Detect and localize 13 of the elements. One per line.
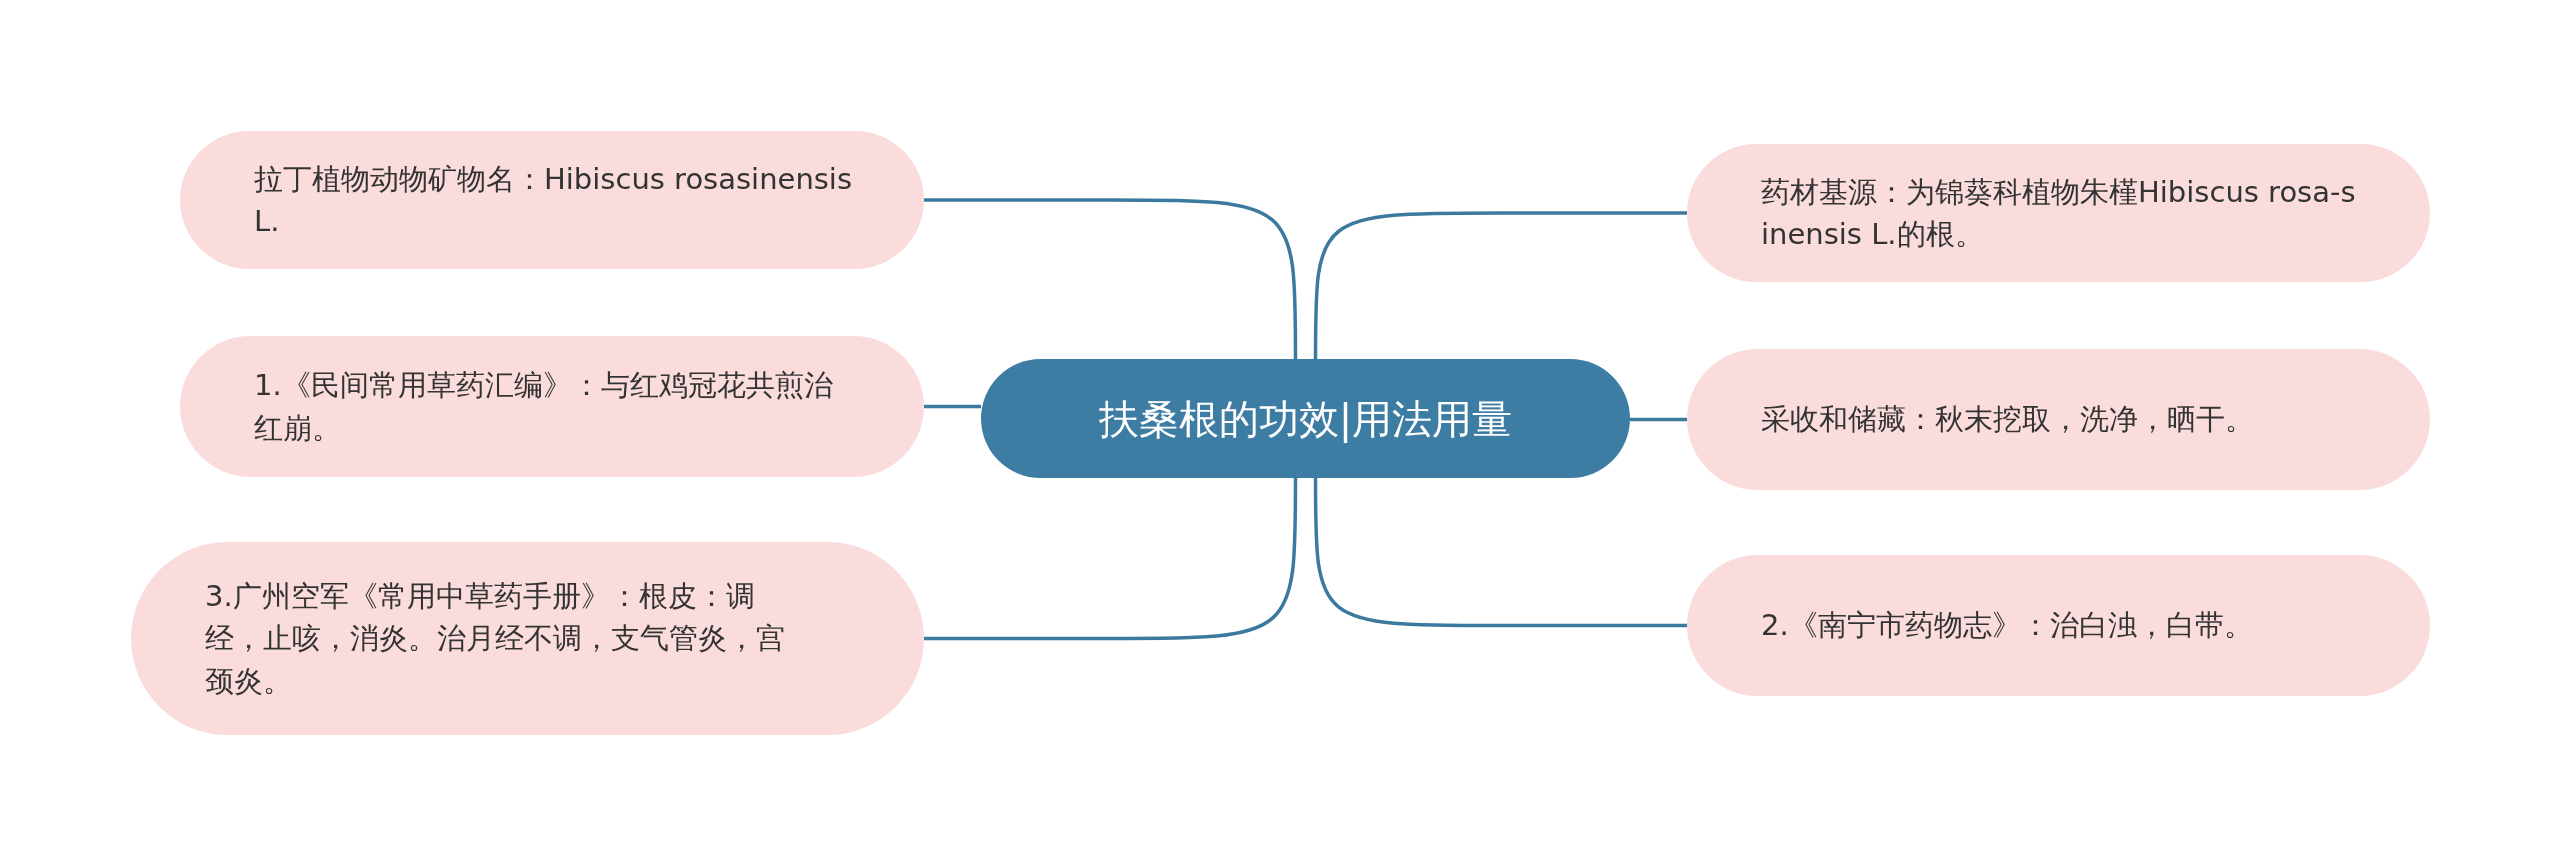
topic-text: 拉丁植物动物矿物名：Hibiscus rosasinensis L. [254,160,854,240]
topic-text: 扶桑根的功效|用法用量 [1098,394,1513,444]
connector [1313,211,1687,359]
topic-text: 采收和储藏：秋末挖取，洗净，晒干。 [1761,401,2255,439]
topic-text: 药材基源：为锦葵科植物朱槿Hibiscus rosa-sinensis L.的根。 [1761,173,2357,253]
connector [924,478,1298,641]
connector [1313,478,1687,628]
topic-text: 1.《民间常用草药汇编》：与红鸡冠花共煎治红崩。 [254,367,834,447]
connector [924,198,1298,359]
topic-text: 3.广州空军《常用中草药手册》：根皮：调经，止咳，消炎。治月经不调，支气管炎，宫颈炎。 [205,578,786,700]
connector [924,404,981,409]
connector [1630,417,1687,422]
topic-text: 2.《南宁市药物志》：治白浊，白带。 [1761,607,2254,645]
